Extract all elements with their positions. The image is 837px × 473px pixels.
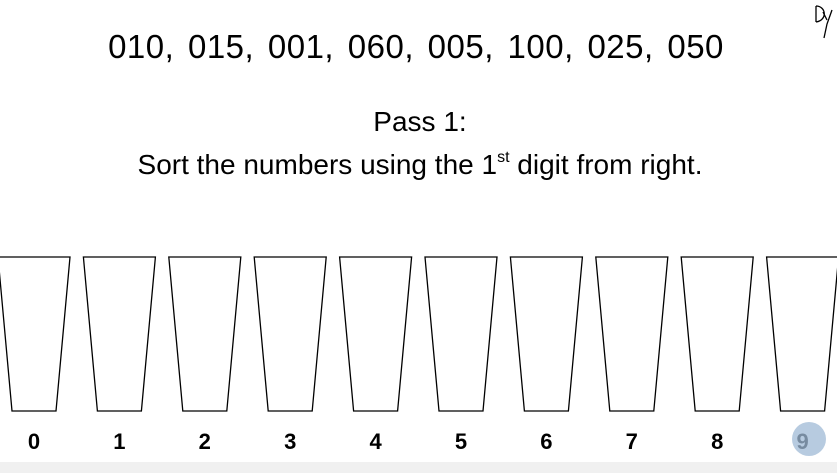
bucket-6 — [509, 256, 584, 412]
pass-title: Pass 1: — [373, 106, 467, 137]
bucket-label-5: 5 — [455, 429, 467, 454]
bucket-label-4: 4 — [369, 429, 382, 454]
bottom-strip — [0, 462, 837, 473]
bucket-label-3: 3 — [284, 429, 296, 454]
bucket-5 — [424, 256, 498, 412]
bucket-9 — [765, 256, 837, 412]
bucket-label-1: 1 — [113, 429, 125, 454]
bucket-label-8: 8 — [711, 429, 723, 454]
number-list: 010, 015, 001, 060, 005, 100, 025, 050 — [108, 28, 724, 65]
bucket-3 — [253, 256, 327, 412]
bucket-label-0: 0 — [28, 429, 40, 454]
bucket-label-6: 6 — [540, 429, 552, 454]
signature-logo — [815, 5, 833, 39]
bucket-4 — [338, 256, 413, 412]
bucket-0 — [0, 256, 71, 412]
instruction-superscript: st — [497, 149, 510, 166]
play-badge-icon — [792, 422, 826, 456]
bucket-8 — [680, 256, 754, 412]
instruction-suffix: digit from right. — [509, 149, 703, 180]
pass-instruction: Sort the numbers using the 1st digit fro… — [0, 149, 837, 181]
bucket-7 — [595, 256, 669, 412]
bucket-label-7: 7 — [626, 429, 638, 454]
bucket-1 — [82, 256, 157, 412]
bucket-2 — [168, 256, 242, 412]
instruction-prefix: Sort the numbers using the 1 — [137, 149, 498, 180]
bucket-label-2: 2 — [199, 429, 211, 454]
